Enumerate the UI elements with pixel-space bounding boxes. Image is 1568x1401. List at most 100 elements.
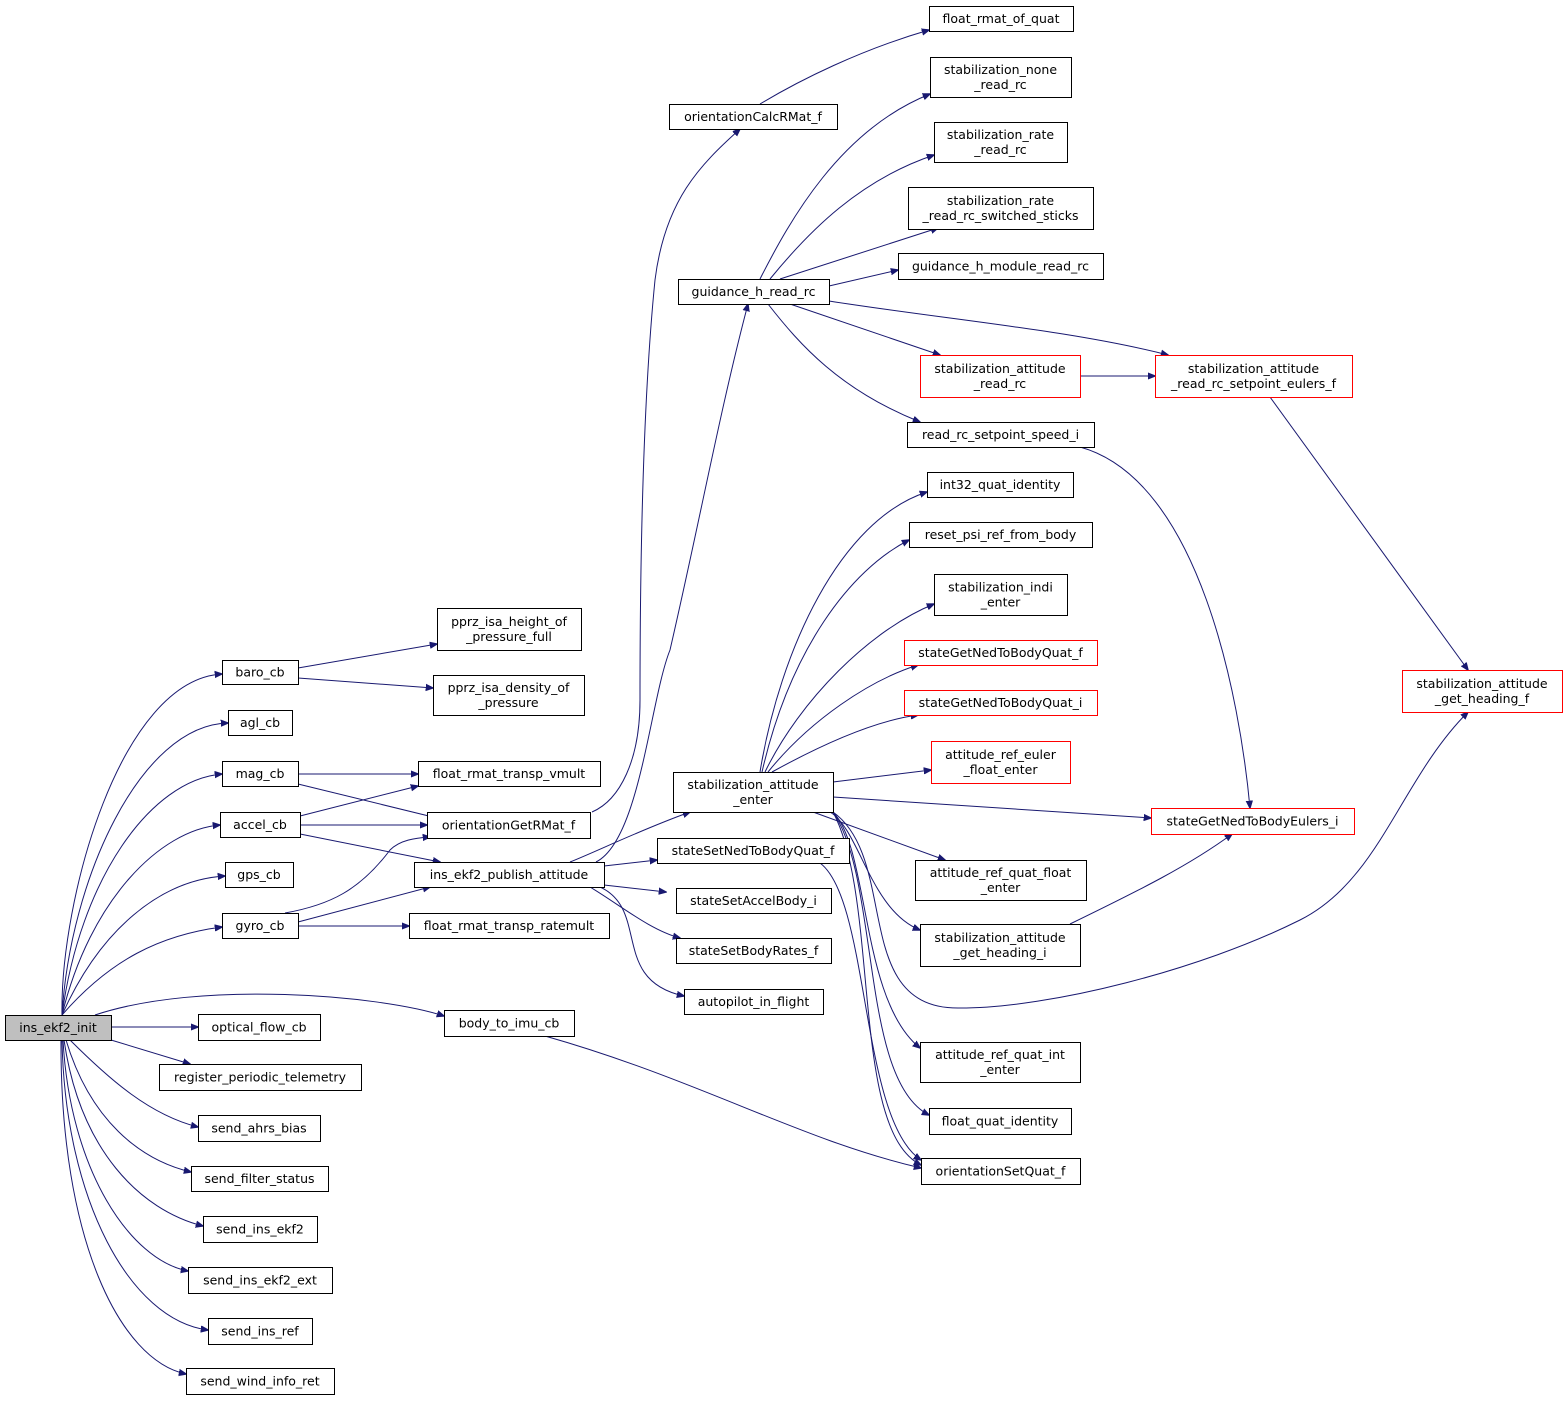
node-frtr[interactable]: float_rmat_transp_ratemult [409, 913, 610, 939]
node-arqf[interactable]: attitude_ref_quat_float_enter [915, 860, 1087, 901]
node-label: _read_rc [973, 376, 1027, 391]
edge-baro_cb-to-pprz_h [297, 644, 437, 669]
node-label: guidance_h_read_rc [692, 284, 816, 299]
edge-sae-to-saghf [832, 712, 1468, 1009]
node-box [934, 122, 1068, 163]
edge-ghrc-to-rrss [767, 303, 920, 422]
node-aref[interactable]: attitude_ref_euler_float_enter [931, 741, 1071, 784]
edge-sae-to-rprb [761, 540, 909, 773]
node-label: _get_heading_f [1434, 691, 1530, 706]
node-sarr[interactable]: stabilization_attitude_read_rc [920, 355, 1081, 398]
node-srrr[interactable]: stabilization_rate_read_rc [934, 122, 1068, 163]
node-sgnbqf[interactable]: stateGetNedToBodyQuat_f [904, 640, 1098, 666]
node-pub[interactable]: ins_ekf2_publish_attitude [414, 862, 605, 888]
node-root[interactable]: ins_ekf2_init [5, 1015, 112, 1041]
node-regtel[interactable]: register_periodic_telemetry [159, 1064, 362, 1091]
edge-root-to-filter [65, 1039, 191, 1172]
nodes-layer: ins_ekf2_init baro_cb agl_cb mag_cb accel_cb… [5, 6, 1563, 1395]
node-box [198, 1014, 321, 1041]
edge-pub-to-ssbr [589, 886, 680, 938]
edge-root-to-insekf2ext [62, 1039, 188, 1271]
edge-root-to-wind [60, 1039, 186, 1374]
node-box [898, 253, 1104, 280]
node-insekf2[interactable]: send_ins_ekf2 [203, 1216, 318, 1243]
node-fqi[interactable]: float_quat_identity [929, 1108, 1072, 1135]
node-pprz_h[interactable]: pprz_isa_height_of_pressure_full [437, 608, 582, 651]
node-aif[interactable]: autopilot_in_flight [684, 989, 824, 1015]
edge-sae-to-arqf [812, 811, 945, 860]
node-agl_cb[interactable]: agl_cb [228, 710, 293, 736]
node-frtv[interactable]: float_rmat_transp_vmult [418, 761, 601, 787]
node-box [927, 472, 1074, 498]
edge-accel_cb-to-pub [299, 833, 440, 862]
node-label: pprz_isa_density_of [448, 680, 570, 695]
node-b2i[interactable]: body_to_imu_cb [444, 1010, 575, 1037]
node-srrs[interactable]: stabilization_rate_read_rc_switched_stic… [908, 187, 1094, 230]
node-wind[interactable]: send_wind_info_ret [186, 1368, 335, 1395]
edge-pub-to-aif [599, 886, 684, 996]
node-box [931, 741, 1071, 784]
node-gps_cb[interactable]: gps_cb [225, 862, 294, 888]
node-label: optical_flow_cb [211, 1020, 306, 1035]
edge-sae-to-sgnbqf [767, 665, 918, 773]
node-label: attitude_ref_quat_float [930, 865, 1072, 880]
node-snrr[interactable]: stabilization_none_read_rc [930, 57, 1072, 98]
node-label: read_rc_setpoint_speed_i [922, 427, 1079, 442]
node-label: _enter [980, 595, 1021, 610]
node-iqi[interactable]: int32_quat_identity [927, 472, 1074, 498]
node-label: send_filter_status [204, 1171, 314, 1186]
node-sie[interactable]: stabilization_indi_enter [934, 574, 1068, 616]
node-label: gyro_cb [236, 918, 285, 933]
node-label: _pressure [477, 695, 539, 710]
node-frq[interactable]: float_rmat_of_quat [929, 6, 1074, 32]
node-ahrsbias[interactable]: send_ahrs_bias [198, 1115, 321, 1142]
node-saghi[interactable]: stabilization_attitude_get_heading_i [920, 924, 1081, 967]
node-filter[interactable]: send_filter_status [191, 1166, 329, 1192]
node-rprb[interactable]: reset_psi_ref_from_body [909, 522, 1093, 548]
edge-root-to-regtel [110, 1039, 190, 1064]
node-osq[interactable]: orientationSetQuat_f [921, 1158, 1081, 1185]
node-arqi[interactable]: attitude_ref_quat_int_enter [920, 1042, 1081, 1083]
node-optical[interactable]: optical_flow_cb [198, 1014, 321, 1041]
edge-sae-to-saghi [829, 811, 920, 930]
node-insref[interactable]: send_ins_ref [208, 1318, 313, 1345]
node-box [228, 710, 293, 736]
node-box [673, 772, 834, 813]
node-pprz_d[interactable]: pprz_isa_density_of_pressure [433, 675, 585, 716]
node-mag_cb[interactable]: mag_cb [222, 761, 299, 787]
node-accel_cb[interactable]: accel_cb [220, 812, 301, 838]
node-saghf[interactable]: stabilization_attitude_get_heading_f [1402, 670, 1563, 713]
node-ghmr[interactable]: guidance_h_module_read_rc [898, 253, 1104, 280]
node-label: stabilization_none [944, 62, 1057, 77]
node-label: _read_rc_setpoint_eulers_f [1170, 376, 1337, 391]
node-insekf2ext[interactable]: send_ins_ekf2_ext [188, 1267, 333, 1294]
node-box [222, 660, 299, 685]
node-sae[interactable]: stabilization_attitude_enter [673, 772, 834, 813]
edge-pub-to-ssab [603, 884, 666, 892]
node-label: stateGetNedToBodyQuat_f [918, 645, 1083, 660]
node-box [1402, 670, 1563, 713]
node-ssbr[interactable]: stateSetBodyRates_f [676, 938, 832, 964]
node-label: ins_ekf2_init [19, 1020, 97, 1035]
node-sgnbe[interactable]: stateGetNedToBodyEulers_i [1151, 808, 1355, 835]
node-label: stabilization_attitude [934, 361, 1066, 376]
node-ogrm[interactable]: orientationGetRMat_f [427, 812, 591, 839]
node-ssab[interactable]: stateSetAccelBody_i [676, 888, 832, 914]
node-sgnbqi[interactable]: stateGetNedToBodyQuat_i [904, 690, 1098, 716]
node-box [921, 1158, 1081, 1185]
node-ocrm[interactable]: orientationCalcRMat_f [669, 104, 838, 130]
node-label: _read_rc_switched_sticks [922, 208, 1079, 223]
edge-ghrc-to-srrr [769, 155, 934, 280]
node-sarrse[interactable]: stabilization_attitude_read_rc_setpoint_… [1155, 355, 1353, 398]
node-box [920, 1042, 1081, 1083]
node-label: stateSetBodyRates_f [689, 943, 819, 958]
node-rrss[interactable]: read_rc_setpoint_speed_i [907, 422, 1095, 448]
node-gyro_cb[interactable]: gyro_cb [222, 913, 299, 939]
node-baro_cb[interactable]: baro_cb [222, 660, 299, 685]
node-label: send_ins_ekf2 [216, 1222, 304, 1237]
node-ssnbq[interactable]: stateSetNedToBodyQuat_f [657, 838, 850, 864]
node-ghrc[interactable]: guidance_h_read_rc [678, 279, 830, 305]
edge-ghrc-to-ghmr [828, 270, 898, 287]
edge-sae-to-arqi [832, 811, 920, 1048]
